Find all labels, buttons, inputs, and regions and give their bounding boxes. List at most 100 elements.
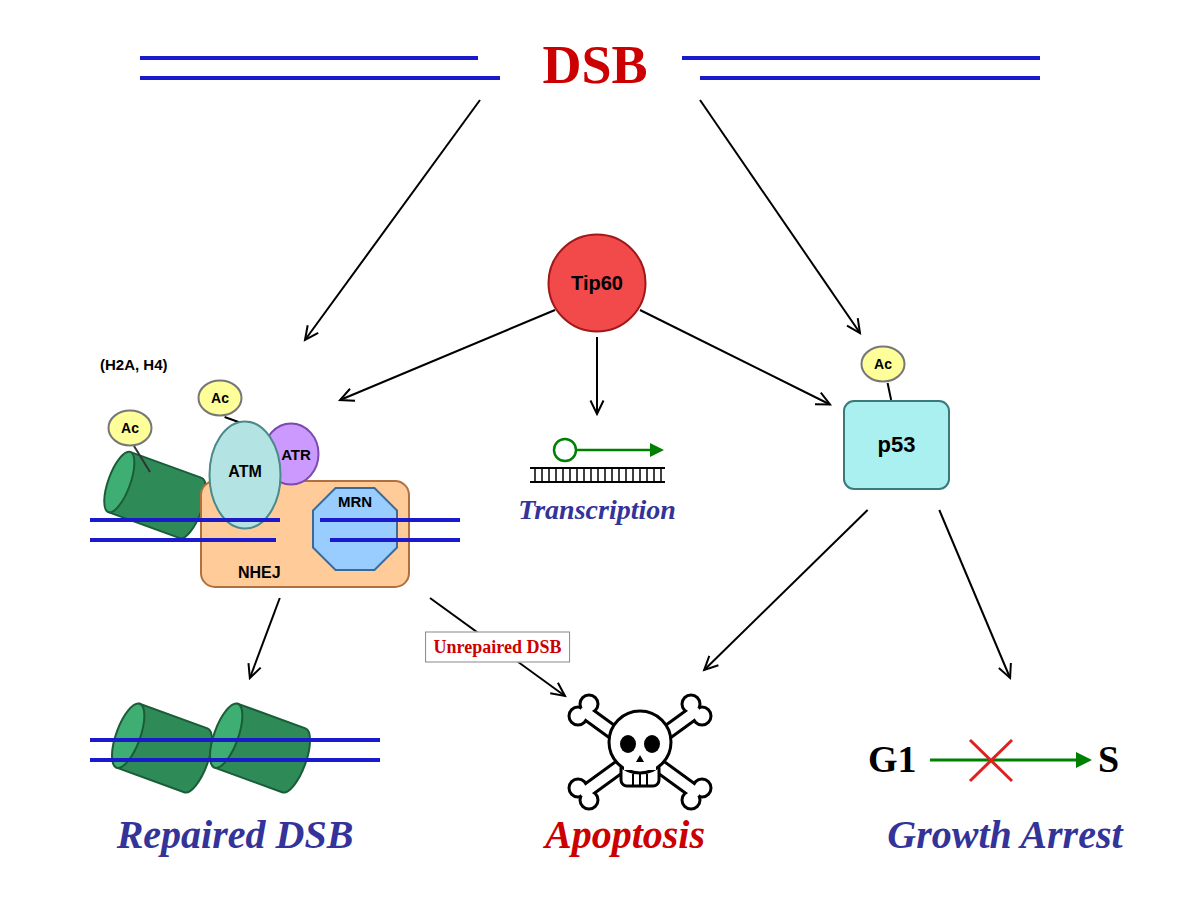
connector-arrow: [704, 510, 867, 670]
node-text: DSB: [542, 34, 647, 96]
transcription-icon: [530, 439, 665, 482]
block-cross: [970, 740, 1012, 781]
connector-line: [640, 310, 830, 405]
skull-icon: [569, 695, 711, 809]
connector-arrow: [888, 383, 892, 400]
arrowhead: [704, 656, 718, 670]
node-text: Transcription: [518, 494, 676, 526]
dna-ladder-rungs: [530, 468, 665, 482]
dna-strand: [140, 76, 500, 80]
node-text: Apoptosis: [545, 811, 705, 858]
arrowhead: [305, 325, 318, 340]
arrowhead: [248, 663, 260, 678]
dna-ladder-rail: [530, 481, 665, 483]
node-text: ATR: [281, 446, 311, 463]
node-text: NHEJ: [238, 564, 281, 582]
outcome-node: Transcription: [477, 420, 717, 528]
connector-arrow: [640, 310, 830, 405]
skull-tooth: [639, 774, 641, 785]
connector-arrow: [340, 310, 555, 401]
kinase-ellipse-shape: [210, 422, 281, 529]
connector-line: [700, 100, 860, 333]
node-text: MRN: [338, 493, 372, 510]
arrowhead: [999, 663, 1011, 678]
node-text: p53: [878, 432, 916, 458]
node-text: Tip60: [571, 272, 623, 295]
connector-line: [939, 510, 1010, 678]
edge-label: Unrepaired DSB: [425, 632, 571, 663]
node-text: Ac: [874, 356, 892, 372]
node-text: Growth Arrest: [887, 811, 1122, 858]
enzyme-circle-shape: [549, 235, 646, 332]
bone-outline: [585, 712, 695, 792]
node-text: Ac: [121, 420, 139, 436]
bone: [585, 712, 695, 792]
connector-line: [305, 100, 480, 340]
enzyme-circle: Tip60: [547, 233, 647, 333]
connector-arrow: [700, 100, 860, 333]
protein-box: p53: [843, 400, 950, 490]
cycle-arrow: [930, 759, 1078, 762]
acetyl-circle: Ac: [860, 345, 906, 383]
complex-octagon-shape: [313, 488, 397, 570]
skull-head: [609, 711, 671, 773]
protein-box-shape: [844, 401, 949, 489]
node-text: Ac: [211, 390, 229, 406]
kinase-ellipse-shape: [264, 424, 319, 485]
acetyl-circle: Ac: [197, 379, 243, 417]
nucleosome: [105, 700, 218, 797]
outcome-node: Apoptosis: [505, 690, 745, 870]
transcription-arrow: [576, 449, 652, 452]
node-text: Repaired DSB: [117, 811, 354, 858]
acetyl-circle-shape: [862, 347, 905, 382]
arrowhead: [847, 318, 860, 333]
acetyl-circle-shape: [109, 411, 152, 446]
acetyl-circle-shape: [199, 381, 242, 416]
histone-label: (H2A, H4): [100, 356, 168, 373]
dna-strand: [90, 758, 380, 762]
connector-line: [250, 598, 280, 678]
cell-cycle-block: [930, 740, 1092, 781]
connector-arrow: [305, 100, 480, 340]
transcription-arrowhead: [650, 443, 664, 457]
nucleosome: [203, 700, 316, 797]
acetyl-stick: [134, 446, 150, 472]
dna-ladder-rail: [530, 467, 665, 469]
skull-eye: [620, 735, 636, 753]
arrowhead: [340, 389, 355, 401]
block-cross: [970, 740, 1012, 781]
phase-label: S: [1098, 737, 1119, 781]
acetyl-circle: Ac: [107, 409, 153, 447]
skull-tooth: [632, 774, 634, 785]
nucleosome-face: [98, 448, 141, 516]
complex-octagon: MRN: [312, 487, 398, 571]
repair-complex-box: NHEJATMATRMRN: [200, 480, 410, 588]
dna-strand: [90, 738, 380, 742]
phase-label: G1: [868, 737, 917, 781]
bone: [585, 712, 695, 792]
kinase-ellipse: ATM: [208, 420, 282, 530]
connector-arrow: [590, 337, 603, 414]
dna-strand: [682, 56, 1040, 60]
connector-arrow: [939, 510, 1011, 678]
outcome-node: Repaired DSB: [70, 680, 400, 870]
connector-line: [704, 510, 867, 670]
dna-strand: [700, 76, 1040, 80]
connector-line: [340, 310, 555, 400]
cycle-arrowhead: [1076, 752, 1092, 768]
title-node: DSB: [525, 30, 665, 100]
arrowhead: [550, 683, 565, 696]
skull-nose: [636, 755, 644, 762]
connector-line: [596, 337, 598, 414]
node-text: ATM: [228, 463, 261, 481]
repaired-dna: [90, 700, 380, 797]
nucleosome: [98, 448, 212, 542]
skull-eye: [644, 735, 660, 753]
promoter-circle: [554, 439, 576, 461]
arrowhead: [815, 393, 830, 405]
skull-tooth: [646, 774, 648, 785]
arrowhead: [590, 400, 603, 414]
